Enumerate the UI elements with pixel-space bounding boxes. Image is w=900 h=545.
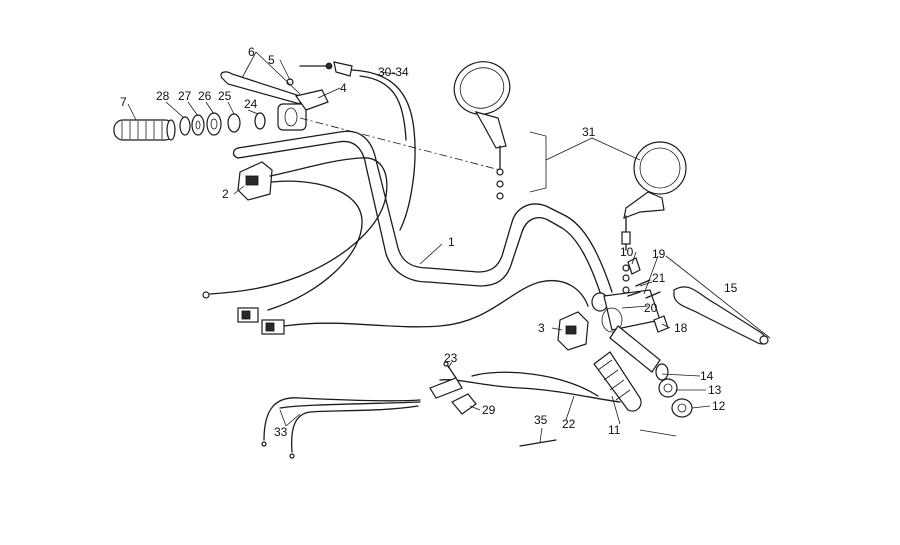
label-35: 35 (534, 413, 548, 427)
label-29: 29 (482, 403, 496, 417)
right-switch-housing[interactable] (557, 311, 589, 351)
label-15: 15 (724, 281, 738, 295)
pin (519, 439, 557, 447)
left-grip[interactable] (113, 119, 176, 141)
handlebar[interactable] (232, 130, 613, 299)
label-10: 10 (620, 245, 634, 259)
label-19: 19 (652, 247, 666, 261)
left-washers (179, 112, 266, 136)
label-25: 25 (218, 89, 232, 103)
leader-lines (127, 51, 711, 443)
alignment-line (299, 117, 501, 171)
label-30-34: 30-34 (378, 65, 409, 79)
label-2: 2 (222, 187, 229, 201)
label-24: 24 (244, 97, 258, 111)
label-31: 31 (582, 125, 596, 139)
throttle-cables-lower (261, 371, 621, 459)
right-mirror[interactable] (621, 141, 687, 294)
label-27: 27 (178, 89, 192, 103)
label-20: 20 (644, 301, 658, 315)
label-11: 11 (608, 423, 621, 437)
label-33: 33 (274, 425, 288, 439)
label-3: 3 (538, 321, 545, 335)
label-5: 5 (268, 53, 275, 67)
label-21: 21 (652, 271, 666, 285)
left-connectors (237, 280, 589, 335)
label-13: 13 (708, 383, 722, 397)
label-23: 23 (444, 351, 458, 365)
cable-adjuster[interactable] (429, 361, 477, 415)
right-washers (655, 363, 693, 418)
left-mirror[interactable] (447, 54, 517, 200)
bracket-31 (529, 131, 547, 193)
part-labels: 6 5 30-34 4 7 28 27 26 25 24 2 1 31 10 1… (120, 45, 738, 439)
label-14: 14 (700, 369, 714, 383)
label-4: 4 (340, 81, 347, 95)
throttle-cable-upper (351, 69, 416, 231)
right-grip[interactable] (593, 325, 661, 412)
label-28: 28 (156, 89, 170, 103)
label-7: 7 (120, 95, 127, 109)
brake-lever-assembly[interactable] (591, 255, 771, 437)
label-12: 12 (712, 399, 726, 413)
label-26: 26 (198, 89, 212, 103)
label-1: 1 (448, 235, 455, 249)
label-6: 6 (248, 45, 255, 59)
label-18: 18 (674, 321, 688, 335)
label-22: 22 (562, 417, 576, 431)
left-switch-housing[interactable] (202, 157, 388, 311)
small-parts-right (627, 257, 669, 333)
